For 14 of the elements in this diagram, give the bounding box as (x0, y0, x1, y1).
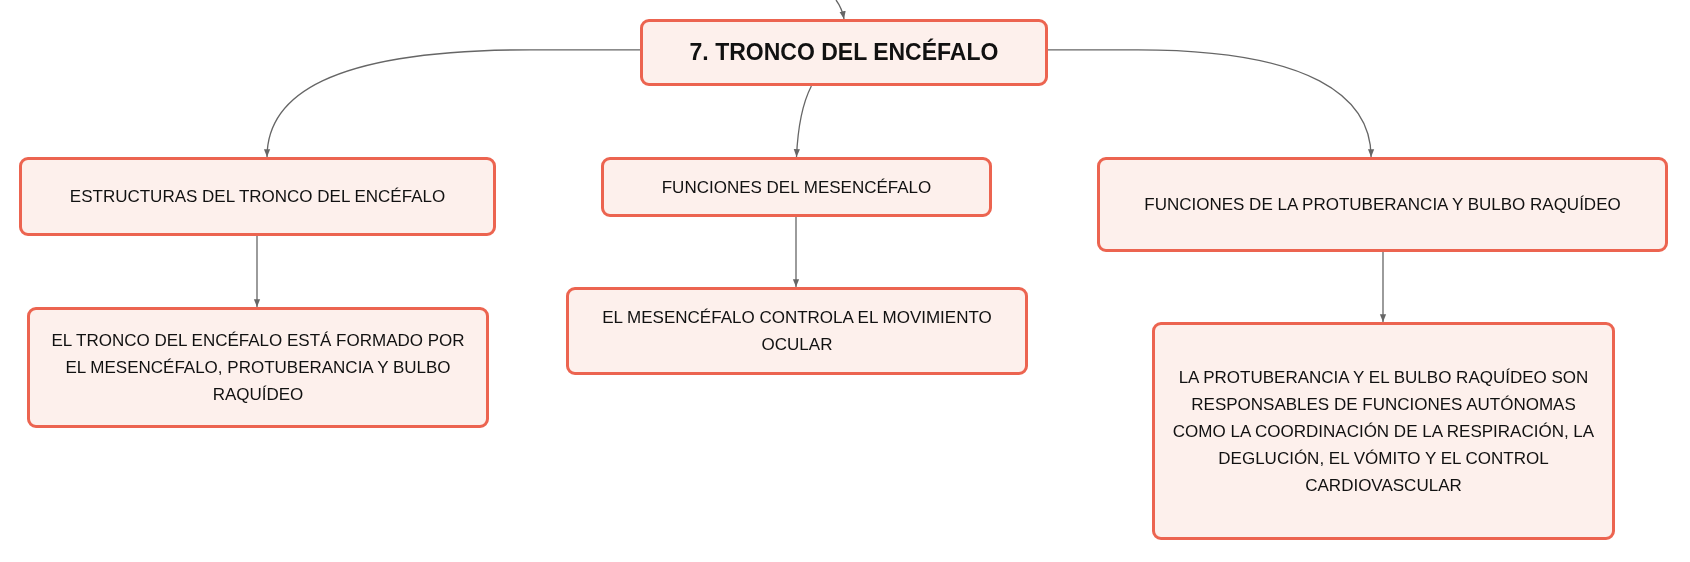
connector-arrow (792, 216, 800, 288)
connector-arrow (253, 235, 261, 308)
concept-box: EL MESENCÉFALO CONTROLA EL MOVIMIENTO OCULAR (566, 287, 1028, 375)
concept-box: LA PROTUBERANCIA Y EL BULBO RAQUÍDEO SON RESPONSABLES DE FUNCIONES AUTÓNOMAS COMO LA COORDINACIÓN DE LA RESPIRACIÓN, LA DEGLUCIÓN, EL VÓMITO Y EL CONTROL CARDIOVASCULAR (1152, 322, 1615, 540)
topic-box: 7. TRONCO DEL ENCÉFALO (640, 19, 1048, 86)
connector-arrow (835, 0, 846, 20)
connector-arrow (264, 49, 641, 158)
connector-arrow (793, 85, 812, 158)
concept-box: FUNCIONES DE LA PROTUBERANCIA Y BULBO RAQUÍDEO (1097, 157, 1668, 252)
concept-box: ESTRUCTURAS DEL TRONCO DEL ENCÉFALO (19, 157, 496, 236)
concept-box: EL TRONCO DEL ENCÉFALO ESTÁ FORMADO POR EL MESENCÉFALO, PROTUBERANCIA Y BULBO RAQUÍDEO (27, 307, 489, 428)
concept-box: FUNCIONES DEL MESENCÉFALO (601, 157, 992, 217)
connector-arrow (1047, 49, 1374, 158)
connector-arrow (1379, 251, 1387, 323)
